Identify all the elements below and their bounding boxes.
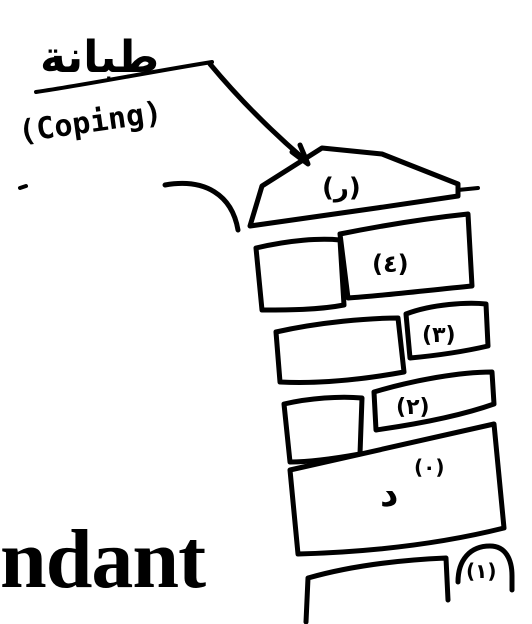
label-underline [34,60,214,94]
coping-stone [247,145,461,229]
stone-course2-right [371,369,497,433]
side-pointer-line [162,181,241,233]
coping-overhang [456,186,480,192]
stone-course3-left [273,315,407,386]
stone-course4-left [253,236,347,313]
coping-number: (ر) [322,173,361,203]
stone-course3-right [403,300,491,361]
cut-off-heading: ndant [0,513,206,606]
stone-bottom-left [303,555,451,624]
pointer-arrow-line [207,61,308,163]
stone-base-number: (١) [466,559,497,583]
english-label: (Coping) [16,95,164,150]
stone-4-number: (٤) [372,250,409,278]
stone-course4-right [337,211,475,301]
pointer-arrow-head [289,142,311,167]
stone-course2-left [281,394,365,465]
stone-1-letter: د [380,474,398,515]
stone-3-number: (٣) [422,323,456,348]
stone-1-number: (٠) [414,455,445,479]
stone-course1 [287,421,507,557]
stray-mark [18,184,28,190]
stone-bottom-right [455,543,515,593]
stone-2-number: (٢) [396,395,430,420]
